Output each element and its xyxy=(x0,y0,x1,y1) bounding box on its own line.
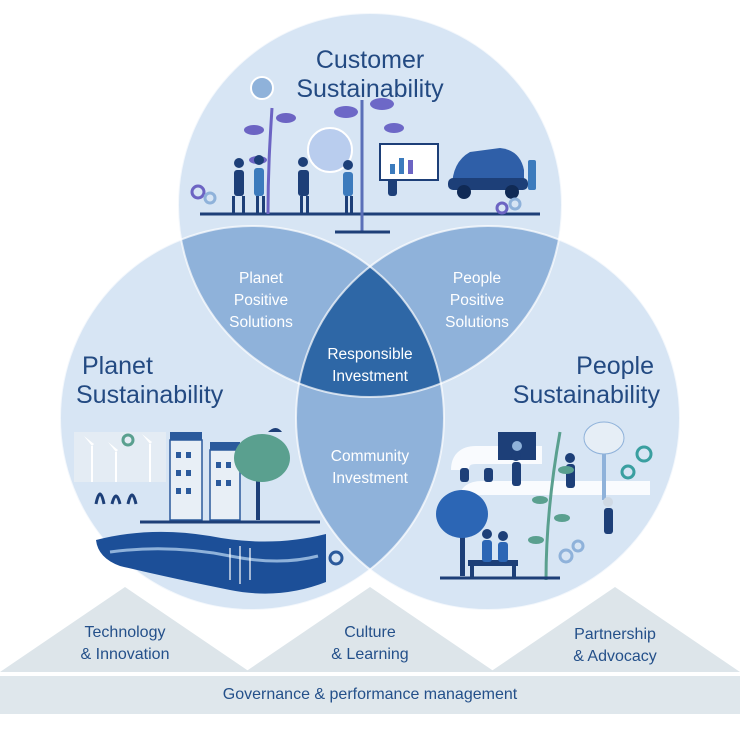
planet-positive-line1: Planet xyxy=(239,270,283,287)
responsible-line2: Investment xyxy=(332,368,408,385)
pillar-culture-line1: Culture xyxy=(344,624,396,641)
pillar-culture-line2: & Learning xyxy=(331,646,409,663)
pillar-partnership-shape xyxy=(490,587,740,672)
planet-title-line1: Planet xyxy=(82,352,153,380)
lens-responsible-center xyxy=(296,226,444,397)
people-positive-line1: People xyxy=(452,270,502,287)
people-title-line1: People xyxy=(576,352,654,380)
planet-title-line2: Sustainability xyxy=(76,381,224,409)
planet-positive-label: Planet Positive Solutions xyxy=(206,268,316,334)
gear-icon xyxy=(495,201,509,215)
customer-illustration xyxy=(190,76,540,234)
responsible-investment-label: Responsible Investment xyxy=(300,344,440,388)
foundation-label: Governance & performance management xyxy=(222,686,518,703)
foundation-bar xyxy=(0,676,740,714)
sun-icon xyxy=(250,76,274,100)
pillar-technology-line1: Technology xyxy=(84,624,166,641)
pillar-technology-shape xyxy=(0,587,250,672)
pillar-culture-label: Culture & Learning xyxy=(295,622,445,666)
community-line1: Community xyxy=(330,448,410,465)
pillar-partnership-line2: & Advocacy xyxy=(573,648,657,665)
gear-icon xyxy=(328,550,344,566)
customer-title: Customer Sustainability xyxy=(240,46,500,104)
people-illustration xyxy=(436,421,653,581)
gear-icon xyxy=(190,184,206,200)
responsible-line1: Responsible xyxy=(327,346,413,363)
planet-positive-line2: Positive xyxy=(233,292,289,309)
globe-icon xyxy=(307,127,353,173)
customer-title-line1: Customer xyxy=(315,46,425,74)
pillar-partnership-line1: Partnership xyxy=(574,626,656,643)
people-title-line2: Sustainability xyxy=(512,381,660,409)
people-positive-line2: Positive xyxy=(449,292,505,309)
community-investment-label: Community Investment xyxy=(300,446,440,490)
community-line2: Investment xyxy=(332,470,408,487)
planet-title: Planet Sustainability xyxy=(62,352,256,410)
pillar-technology-line2: & Innovation xyxy=(80,646,170,663)
people-positive-line3: Solutions xyxy=(445,314,509,331)
planet-positive-line3: Solutions xyxy=(229,314,293,331)
people-positive-label: People Positive Solutions xyxy=(422,268,532,334)
planet-illustration xyxy=(74,428,344,594)
pillar-partnership-label: Partnership & Advocacy xyxy=(540,624,690,668)
customer-title-line2: Sustainability xyxy=(296,75,444,103)
pillar-culture-shape xyxy=(245,587,495,672)
people-title: People Sustainability xyxy=(474,352,674,410)
gear-icon xyxy=(635,445,653,463)
pillar-technology-label: Technology & Innovation xyxy=(50,622,200,666)
